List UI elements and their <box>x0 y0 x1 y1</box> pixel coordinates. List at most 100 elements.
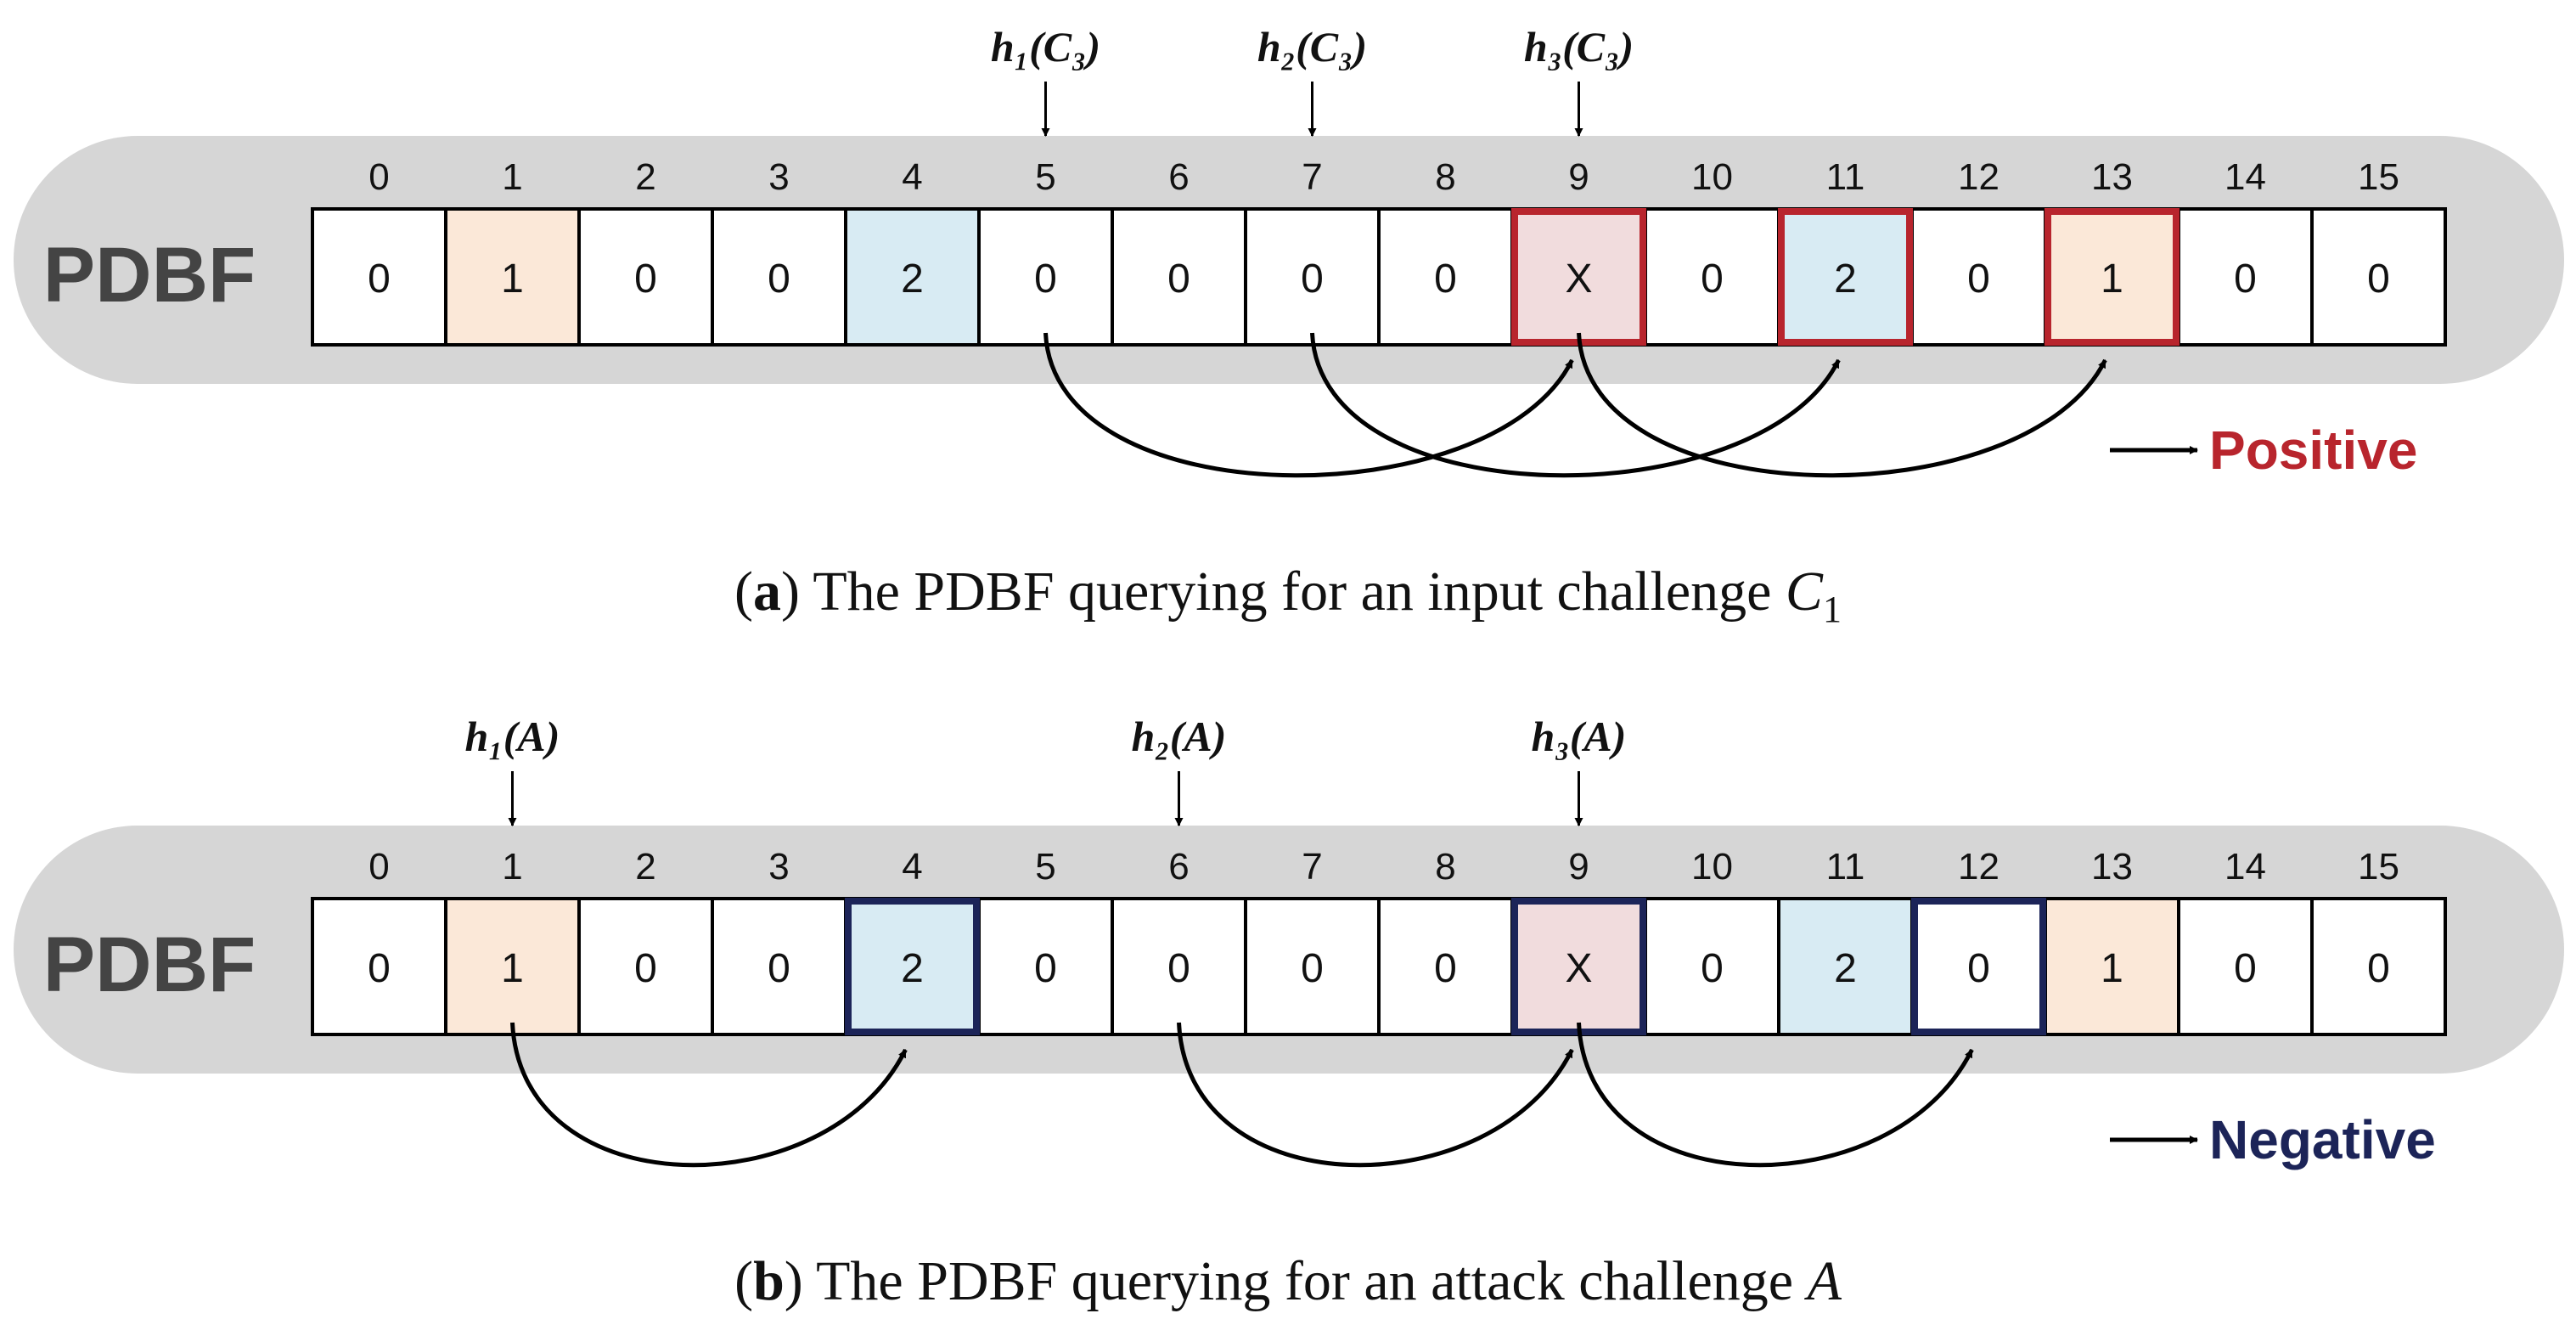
result-label: Positive <box>2209 420 2417 481</box>
caption: (a) The PDBF querying for an input chall… <box>734 561 1842 630</box>
hash-arc <box>510 1022 908 1168</box>
cell-value: 0 <box>368 256 391 302</box>
filter-cell <box>444 207 581 347</box>
cell-value: 0 <box>1034 256 1057 302</box>
slot-index: 14 <box>2224 156 2266 198</box>
slot-index: 11 <box>1826 156 1865 198</box>
hash-label: h₃(C₃) <box>1524 23 1634 70</box>
cell-value: 2 <box>1834 256 1857 302</box>
slot-index: 15 <box>2358 156 2399 198</box>
filter-cell <box>311 897 447 1036</box>
filter-cell <box>1510 897 1647 1036</box>
highlight-cell <box>1911 898 2046 1035</box>
slot-index: 10 <box>1691 846 1733 888</box>
slot-index: 1 <box>502 156 522 198</box>
cell-value: 1 <box>501 946 524 991</box>
cell-value: 1 <box>2101 946 2123 991</box>
filter-cell <box>1111 897 1247 1036</box>
filter-cell <box>1111 207 1247 347</box>
slot-index: 15 <box>2358 846 2399 888</box>
filter-cell <box>1777 897 1914 1036</box>
cell-value: 0 <box>1034 946 1057 991</box>
hash-label: h₁(C₃) <box>991 23 1100 70</box>
slot-index: 5 <box>1035 156 1055 198</box>
slot-index: 12 <box>1958 846 1999 888</box>
hash-arc <box>1577 1022 1974 1168</box>
cell-value: 0 <box>1434 946 1457 991</box>
cell-value: 0 <box>1967 256 1990 302</box>
filter-cell <box>844 207 981 347</box>
slot-index: 12 <box>1958 156 1999 198</box>
slot-index: 2 <box>635 846 655 888</box>
hash-arc <box>1310 332 1841 478</box>
cell-value: 0 <box>1167 256 1190 302</box>
result-label: Negative <box>2209 1109 2436 1170</box>
hash-label: h₂(A) <box>1132 713 1227 760</box>
slot-index: 1 <box>502 846 522 888</box>
caption-subscript: 1 <box>1823 589 1842 630</box>
filter-cell <box>1244 897 1381 1036</box>
slot-index: 9 <box>1568 846 1589 888</box>
filter-cell <box>2177 207 2314 347</box>
cell-value: 2 <box>1834 946 1857 991</box>
slot-index: 4 <box>902 846 922 888</box>
filter-cell <box>577 897 714 1036</box>
filter-cell <box>1244 207 1381 347</box>
cell-value: 0 <box>1434 256 1457 302</box>
slot-index: 7 <box>1302 156 1322 198</box>
filter-label: PDBF <box>43 922 256 1008</box>
filter-label: PDBF <box>43 232 256 318</box>
filter-cell <box>711 897 847 1036</box>
filter-cell <box>2310 897 2447 1036</box>
cell-value: 2 <box>901 946 924 991</box>
cell-value: 0 <box>768 256 790 302</box>
hash-label: h₂(C₃) <box>1257 23 1367 70</box>
cell-value: 0 <box>1701 256 1724 302</box>
cell-value: 2 <box>901 256 924 302</box>
slot-index: 3 <box>768 156 789 198</box>
caption-letter: a <box>753 561 781 623</box>
cell-value: 0 <box>1301 946 1324 991</box>
slot-index: 8 <box>1435 156 1455 198</box>
caption-variable: A <box>1804 1250 1842 1312</box>
slot-index: 8 <box>1435 846 1455 888</box>
hash-arc <box>1177 1022 1574 1168</box>
cell-value: X <box>1565 256 1592 302</box>
highlight-cell <box>1778 208 1913 346</box>
caption-variable: C <box>1786 561 1824 623</box>
filter-cell <box>1644 897 1780 1036</box>
cell-value: 1 <box>501 256 524 302</box>
cell-value: 0 <box>634 256 657 302</box>
slot-index: 4 <box>902 156 922 198</box>
cell-value: 0 <box>2234 256 2257 302</box>
highlight-cell <box>845 898 980 1035</box>
cell-value: 0 <box>1167 946 1190 991</box>
cell-value: X <box>1565 946 1592 991</box>
filter-cell <box>1910 207 2047 347</box>
slot-index: 6 <box>1168 846 1189 888</box>
filter-cell <box>977 207 1114 347</box>
caption: (b) The PDBF querying for an attack chal… <box>734 1250 1842 1312</box>
highlight-cell <box>2044 208 2179 346</box>
cell-value: 0 <box>1967 946 1990 991</box>
slot-index: 10 <box>1691 156 1733 198</box>
hash-arc <box>1043 332 1574 478</box>
filter-cell <box>1910 897 2047 1036</box>
filter-cell <box>2044 207 2180 347</box>
slot-index: 13 <box>2091 156 2133 198</box>
cell-value: 0 <box>634 946 657 991</box>
cell-value: 0 <box>1301 256 1324 302</box>
slot-index: 0 <box>368 156 389 198</box>
filter-cell <box>2310 207 2447 347</box>
filter-cell <box>1644 207 1780 347</box>
hash-label: h₃(A) <box>1532 713 1627 760</box>
slot-index: 5 <box>1035 846 1055 888</box>
cell-value: 0 <box>1701 946 1724 991</box>
slot-index: 6 <box>1168 156 1189 198</box>
filter-cell <box>1377 207 1514 347</box>
hash-label: h₁(A) <box>465 713 560 760</box>
